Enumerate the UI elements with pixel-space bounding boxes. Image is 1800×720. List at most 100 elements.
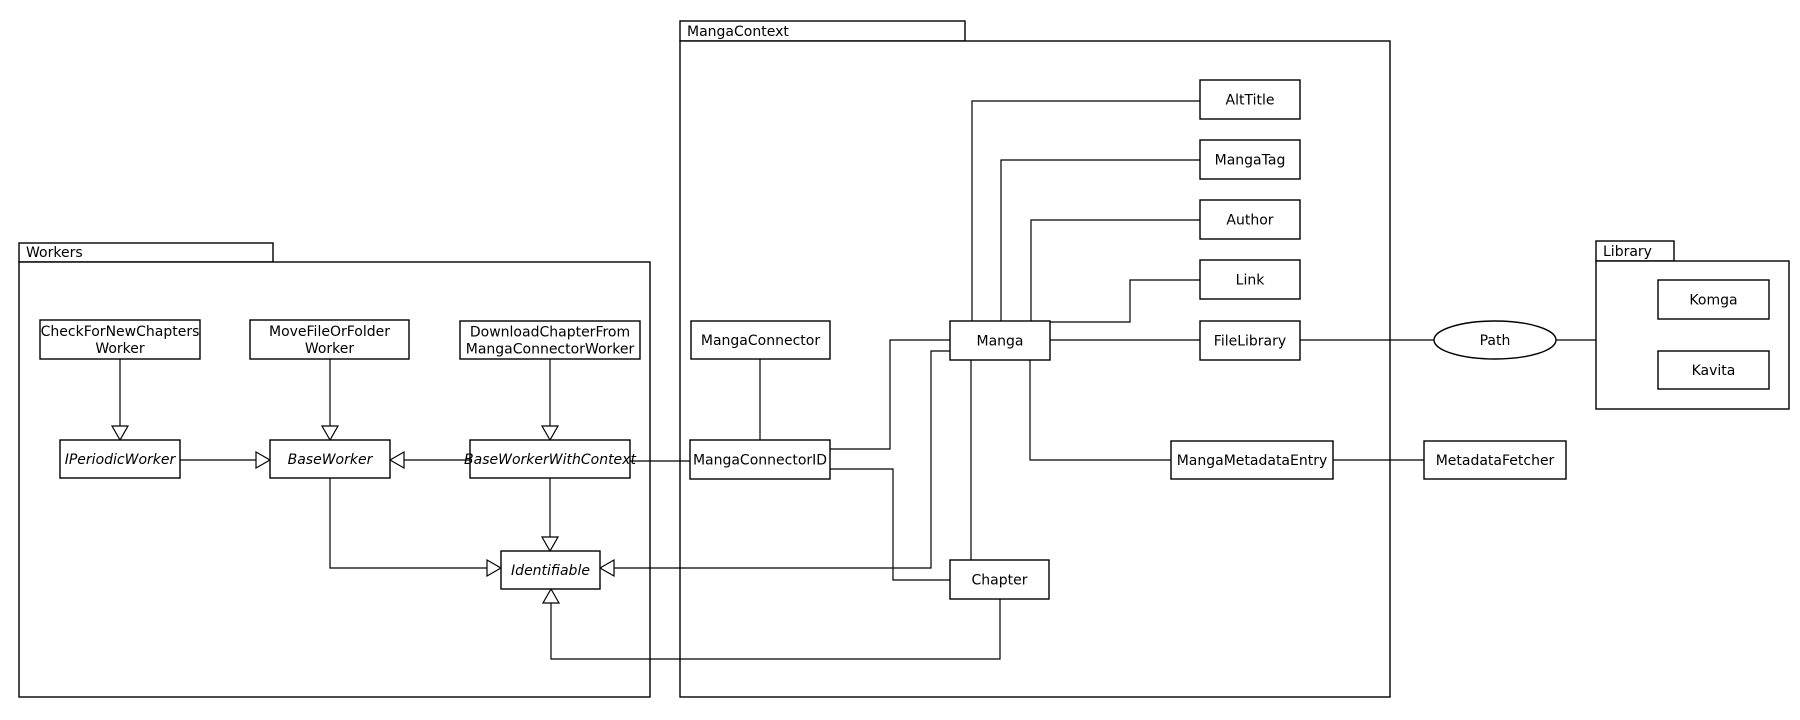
node-check-for-new-chapters-worker-label: CheckForNewChapters	[41, 324, 200, 340]
node-metadata-fetcher-box	[1423, 440, 1567, 480]
node-iperiodic-worker-label: IPeriodicWorker	[65, 452, 177, 468]
hollow-triangle-arrowhead	[388, 450, 405, 470]
edge-manga-to-identifiable	[598, 350, 950, 578]
edge-manga-to-alt-title	[971, 100, 1200, 321]
node-metadata-fetcher: MetadataFetcher	[1423, 440, 1567, 480]
hollow-triangle-arrowhead	[540, 425, 560, 442]
edge-line	[329, 478, 487, 569]
hollow-triangle-arrowhead	[598, 558, 615, 578]
edge-connector-id-to-manga	[830, 339, 950, 450]
edge-line	[971, 100, 1200, 321]
node-link-label: Link	[1236, 273, 1266, 289]
edge-line	[1029, 360, 1171, 461]
edge-manga-to-author	[1030, 219, 1200, 321]
edge-line	[1000, 159, 1200, 321]
node-manga-connector-id-label: MangaConnectorID	[693, 453, 827, 469]
package-library-label: Library	[1603, 244, 1652, 260]
edge-line	[550, 599, 1001, 660]
package-manga-context-label: MangaContext	[687, 24, 789, 40]
node-komga-label: Komga	[1689, 293, 1737, 309]
edge-manga-to-metadata-entry	[1029, 360, 1171, 461]
package-workers-label: Workers	[26, 245, 83, 261]
node-alt-title-box	[1199, 79, 1301, 120]
node-komga-box	[1657, 279, 1770, 320]
node-kavita-label: Kavita	[1692, 363, 1736, 379]
node-download-chapter-worker-label: DownloadChapterFrom	[470, 325, 630, 341]
edge-iperiodic-to-base-worker	[180, 450, 272, 470]
node-file-library-label: FileLibrary	[1214, 334, 1286, 350]
node-file-library-box	[1199, 320, 1301, 361]
node-komga: Komga	[1657, 279, 1770, 320]
node-move-file-or-folder-worker-box	[249, 319, 410, 360]
node-manga-metadata-entry: MangaMetadataEntry	[1170, 440, 1334, 480]
node-chapter-box	[949, 559, 1050, 600]
node-base-worker-with-context: BaseWorkerWithContext	[464, 439, 636, 479]
edge-bwc-to-base-worker	[388, 450, 470, 470]
node-check-for-new-chapters-worker-box	[39, 319, 201, 360]
node-alt-title-label: AltTitle	[1226, 93, 1275, 109]
node-identifiable-label: Identifiable	[511, 563, 590, 579]
node-alt-title: AltTitle	[1199, 79, 1301, 120]
hollow-triangle-arrowhead	[255, 450, 272, 470]
edge-line	[614, 350, 950, 569]
node-chapter: Chapter	[949, 559, 1050, 600]
node-identifiable-box	[500, 550, 601, 590]
node-kavita: Kavita	[1657, 350, 1770, 390]
node-author: Author	[1199, 199, 1301, 240]
hollow-triangle-arrowhead	[110, 425, 130, 442]
node-file-library: FileLibrary	[1199, 320, 1301, 361]
node-iperiodic-worker: IPeriodicWorker	[59, 439, 181, 479]
node-manga-metadata-entry-label: MangaMetadataEntry	[1177, 453, 1328, 469]
edge-line	[830, 339, 950, 450]
node-base-worker-with-context-label: BaseWorkerWithContext	[464, 452, 636, 468]
node-manga-connector-id: MangaConnectorID	[689, 439, 831, 480]
node-metadata-fetcher-label: MetadataFetcher	[1436, 453, 1555, 469]
hollow-triangle-arrowhead	[541, 587, 561, 604]
node-link: Link	[1199, 259, 1301, 300]
node-base-worker-label: BaseWorker	[288, 452, 374, 468]
node-manga-tag-box	[1199, 139, 1301, 180]
edge-manga-to-link	[1050, 279, 1200, 323]
edge-chapter-to-identifiable	[541, 587, 1001, 660]
node-manga-connector-label: MangaConnector	[701, 333, 820, 349]
edge-base-worker-to-identifiable	[329, 478, 503, 578]
node-manga-connector-box	[690, 320, 831, 360]
hollow-triangle-arrowhead	[540, 536, 560, 553]
node-manga-tag-label: MangaTag	[1215, 153, 1286, 169]
edges-layer	[110, 100, 1596, 660]
ellipse-node-path: Path	[1433, 320, 1557, 360]
node-author-box	[1199, 199, 1301, 240]
node-download-chapter-worker-label: MangaConnectorWorker	[466, 342, 635, 358]
node-chapter-label: Chapter	[972, 573, 1028, 589]
node-base-worker: BaseWorker	[269, 439, 391, 479]
hollow-triangle-arrowhead	[320, 425, 340, 442]
edge-check-worker-to-iperiodic	[110, 359, 130, 442]
node-move-file-or-folder-worker-label: MoveFileOrFolder	[269, 324, 390, 340]
node-download-chapter-worker-box	[459, 320, 641, 360]
node-kavita-box	[1657, 350, 1770, 390]
node-base-worker-with-context-box	[469, 439, 631, 479]
edge-line	[830, 468, 950, 581]
node-manga-label: Manga	[977, 334, 1024, 350]
node-base-worker-box	[269, 439, 391, 479]
node-manga-tag: MangaTag	[1199, 139, 1301, 180]
edge-bwc-to-identifiable	[540, 478, 560, 553]
node-identifiable: Identifiable	[500, 550, 601, 590]
edge-download-worker-to-bwc	[540, 359, 560, 442]
edge-manga-to-manga-tag	[1000, 159, 1200, 321]
edge-connector-id-to-chapter	[830, 468, 950, 581]
node-manga-metadata-entry-box	[1170, 440, 1334, 480]
node-manga-connector: MangaConnector	[690, 320, 831, 360]
node-manga: Manga	[949, 320, 1051, 361]
node-check-for-new-chapters-worker-label: Worker	[95, 341, 145, 357]
edge-line	[1030, 219, 1200, 321]
edge-line	[1050, 279, 1200, 323]
edge-move-worker-to-base-worker	[320, 359, 340, 442]
ellipse-path-shape	[1433, 320, 1557, 360]
ellipse-path-label: Path	[1480, 333, 1511, 349]
node-iperiodic-worker-box	[59, 439, 181, 479]
